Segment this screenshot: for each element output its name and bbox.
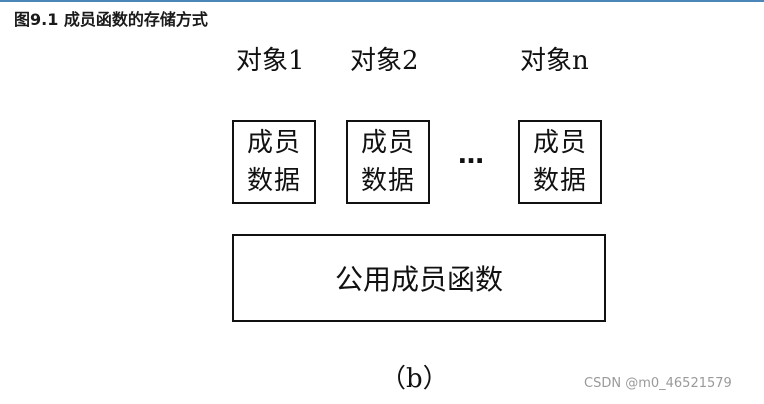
member-data-box-1: 成员数据: [232, 120, 316, 204]
subfigure-label: （b）: [380, 364, 449, 394]
figure-caption: 图9.1 成员函数的存储方式: [14, 10, 208, 29]
ellipsis: …: [458, 140, 484, 170]
shared-member-function-box: 公用成员函数: [232, 234, 606, 322]
watermark: CSDN @m0_46521579: [584, 376, 732, 391]
member-data-text-2: 成员数据: [360, 128, 415, 196]
member-data-box-n: 成员数据: [518, 120, 602, 204]
object-label-2: 对象2: [350, 46, 419, 76]
object-label-1: 对象1: [236, 46, 305, 76]
member-data-text-1: 成员数据: [246, 128, 301, 196]
member-data-box-2: 成员数据: [346, 120, 430, 204]
shared-member-function-text: 公用成员函数: [334, 263, 503, 296]
object-label-n: 对象n: [520, 46, 589, 76]
member-data-text-n: 成员数据: [532, 128, 587, 196]
top-rule: [0, 0, 764, 2]
